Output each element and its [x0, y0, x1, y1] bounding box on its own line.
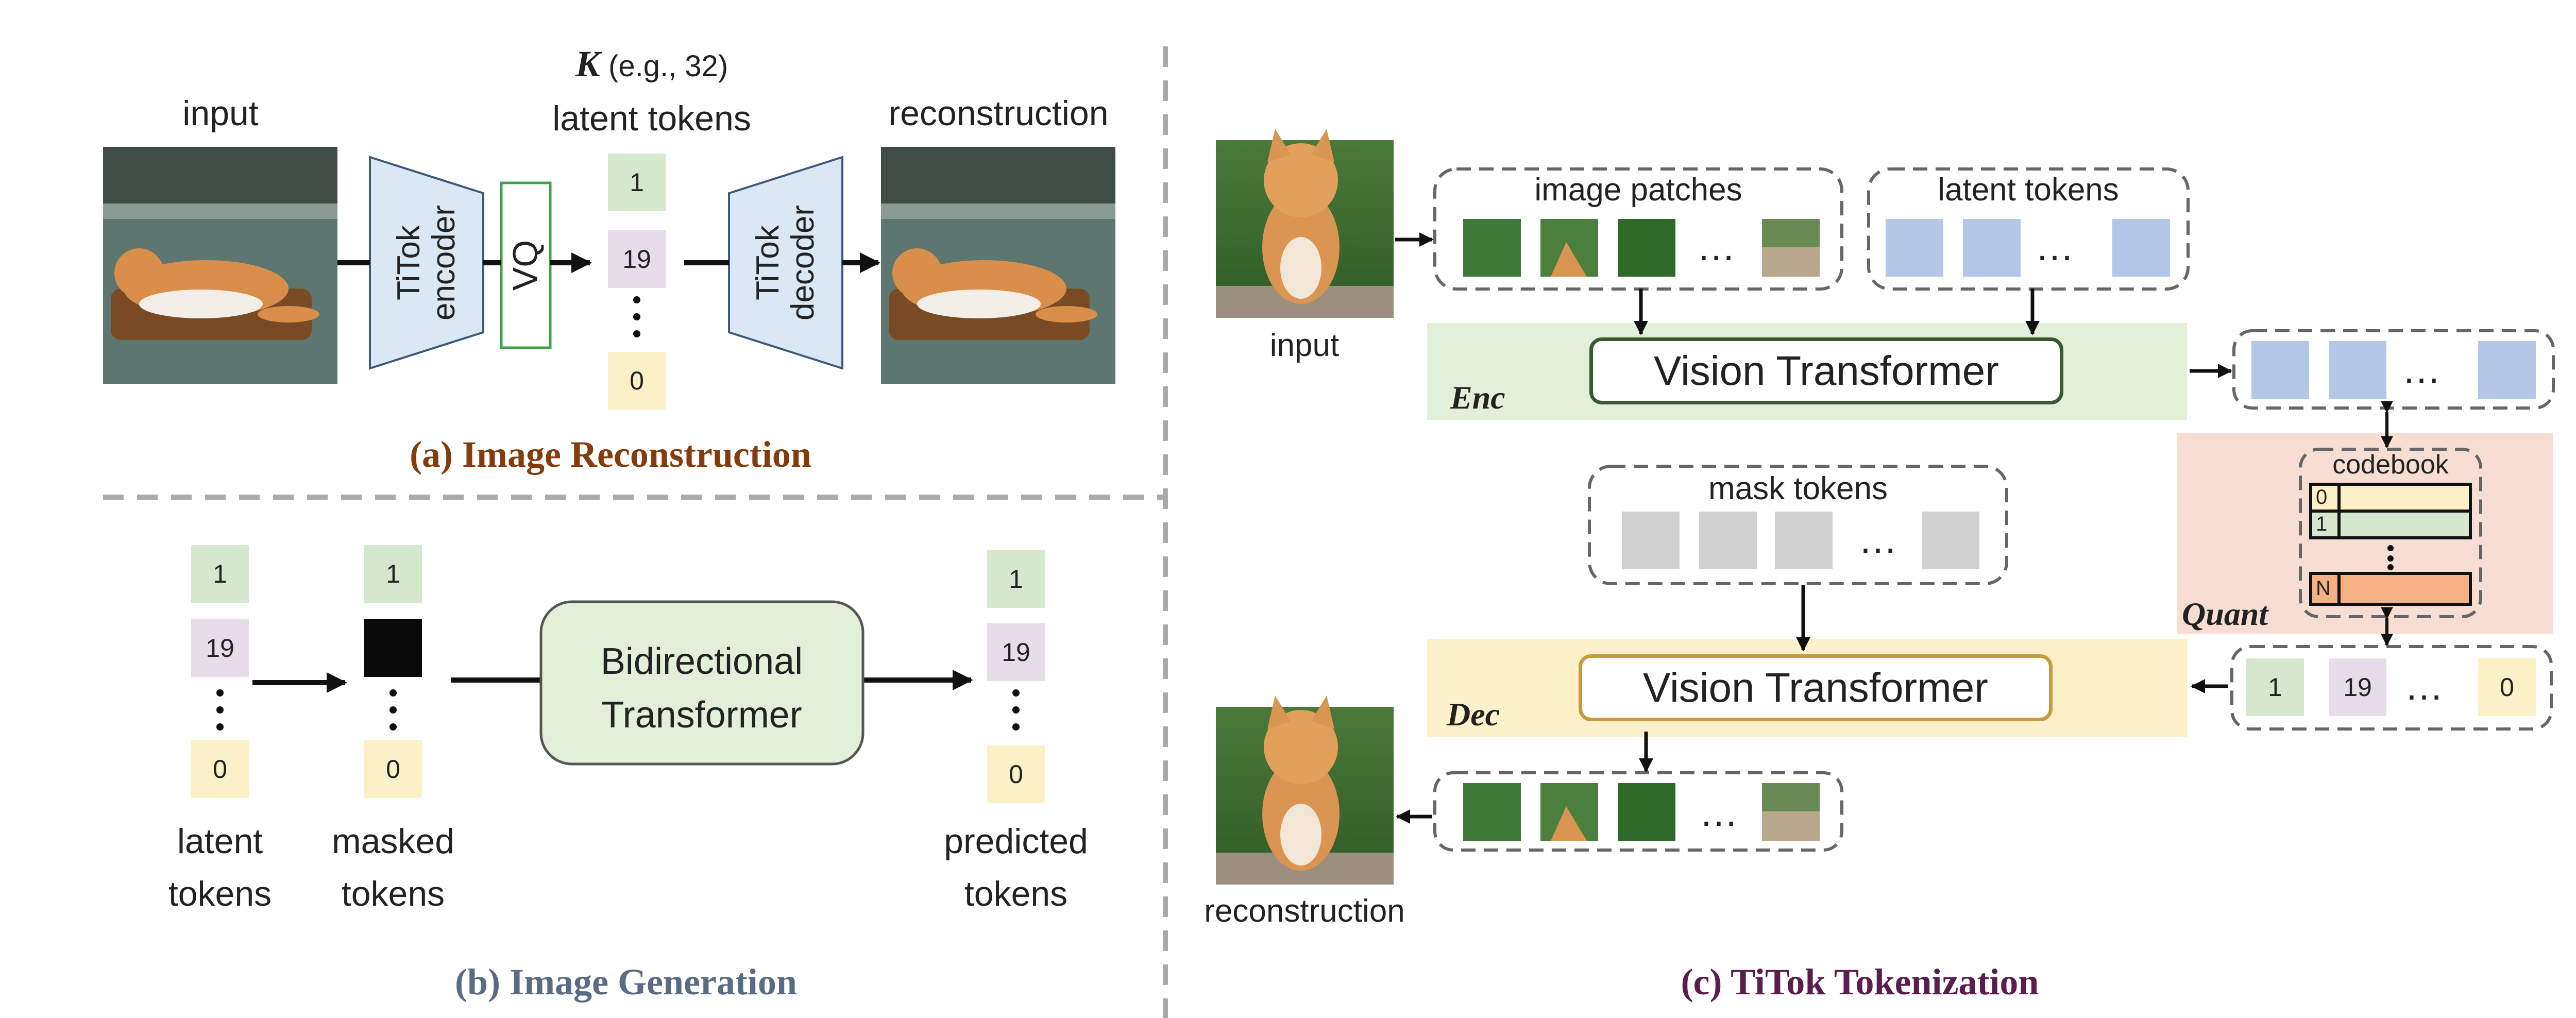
panel-c-output-photo: [1216, 695, 1394, 885]
enc-label: Enc: [1450, 379, 1505, 416]
mask-token-gray: [1775, 512, 1833, 569]
mask-tokens-label: mask tokens: [1708, 471, 1888, 506]
panel-a-input-label: input: [182, 94, 259, 133]
latent-token: 19: [191, 619, 249, 677]
quant-token: 0: [2478, 658, 2536, 716]
panel-c-output-label: reconstruction: [1204, 893, 1405, 929]
k-symbol: K: [575, 43, 600, 84]
vq-label: VQ: [505, 240, 545, 291]
panel-a-token: 19: [608, 230, 666, 288]
masked-token: 0: [364, 740, 422, 798]
bidirectional-transformer-box: [539, 600, 865, 766]
panel-a-token: 0: [608, 352, 666, 410]
image-patches-group: [1433, 167, 1843, 291]
enc-vision-transformer: Vision Transformer: [1589, 337, 2063, 404]
dec-label: Dec: [1447, 696, 1500, 733]
panel-a-vertical-dots: [633, 296, 640, 337]
k-note: (e.g., 32): [608, 49, 728, 83]
panel-a-input-photo: [103, 147, 337, 384]
enc-output-token: [2478, 341, 2536, 399]
quant-label: Quant: [2182, 596, 2268, 632]
panel-a-caption: (a) Image Reconstruction: [410, 434, 811, 475]
panel-a-output-label: reconstruction: [888, 94, 1109, 133]
codebook-group: [2299, 448, 2482, 618]
latent-tokens-group: [1867, 167, 2190, 291]
panel-c-output-image: [1216, 707, 1394, 885]
mask-ellipsis: …: [1858, 518, 1897, 562]
quant-token: 1: [2246, 658, 2304, 716]
panel-c-input-label: input: [1269, 328, 1340, 363]
enc-output-token: [2329, 341, 2386, 399]
latent-ellipsis: …: [2035, 225, 2074, 269]
latent-token-blue: [2112, 219, 2170, 277]
panel-c-input-photo: [1216, 129, 1394, 318]
latent-token-blue: [1886, 219, 1943, 277]
latent-tokens-label: latent tokens: [552, 99, 751, 138]
panel-a-output-image: [881, 147, 1115, 384]
recon-patches-ellipsis: …: [1699, 791, 1738, 835]
panel-a-input-image: [103, 147, 337, 384]
mask-token-black: [364, 619, 422, 677]
image-patches: [1463, 219, 1820, 277]
panel-a-token: 1: [608, 154, 666, 211]
codebook-index: N: [2316, 577, 2331, 600]
codebook-dots: [2387, 545, 2394, 570]
panel-b-vertical-dots: [216, 689, 1020, 731]
panel-a-output-photo: [881, 147, 1115, 384]
masked-token: 1: [364, 545, 422, 603]
panel-c-caption: (c) TiTok Tokenization: [1681, 961, 2039, 1003]
codebook-index: 1: [2316, 513, 2328, 535]
mask-tokens-group: [1588, 465, 2008, 585]
quant-token: 19: [2329, 658, 2386, 716]
codebook-rows: [2309, 483, 2472, 606]
latent-tokens-title: latent tokens: [1938, 172, 2119, 208]
enc-output-token: [2251, 341, 2309, 399]
latent-token-blue: [1963, 219, 2021, 277]
titok-encoder-shape: [369, 156, 484, 370]
quant-tokens-group: [2230, 645, 2553, 731]
titok-decoder-shape: [728, 156, 843, 370]
mask-token-gray: [1922, 512, 1979, 569]
image-patches-label: image patches: [1534, 172, 1742, 208]
recon-patches: [1463, 783, 1820, 841]
predicted-token: 19: [987, 623, 1045, 681]
codebook-index: 0: [2316, 486, 2328, 508]
codebook-label: codebook: [2332, 450, 2449, 480]
latent-token: 0: [191, 740, 249, 798]
enc-output-tokens-group: [2232, 329, 2555, 410]
patches-ellipsis: …: [1697, 225, 1741, 269]
latent-token: 1: [191, 545, 249, 603]
enc-output-ellipsis: …: [2402, 348, 2441, 392]
k-annotation: K (e.g., 32): [575, 45, 728, 82]
mask-token-gray: [1699, 512, 1757, 569]
recon-patches-group: [1433, 771, 1843, 852]
mask-token-gray: [1622, 512, 1680, 569]
predicted-token: 0: [987, 745, 1045, 803]
panel-b-caption: (b) Image Generation: [455, 961, 797, 1003]
predicted-token: 1: [987, 550, 1045, 608]
panel-c-input-image: [1216, 140, 1394, 318]
quant-ellipsis: …: [2404, 665, 2444, 708]
dec-vision-transformer: Vision Transformer: [1579, 654, 2053, 721]
